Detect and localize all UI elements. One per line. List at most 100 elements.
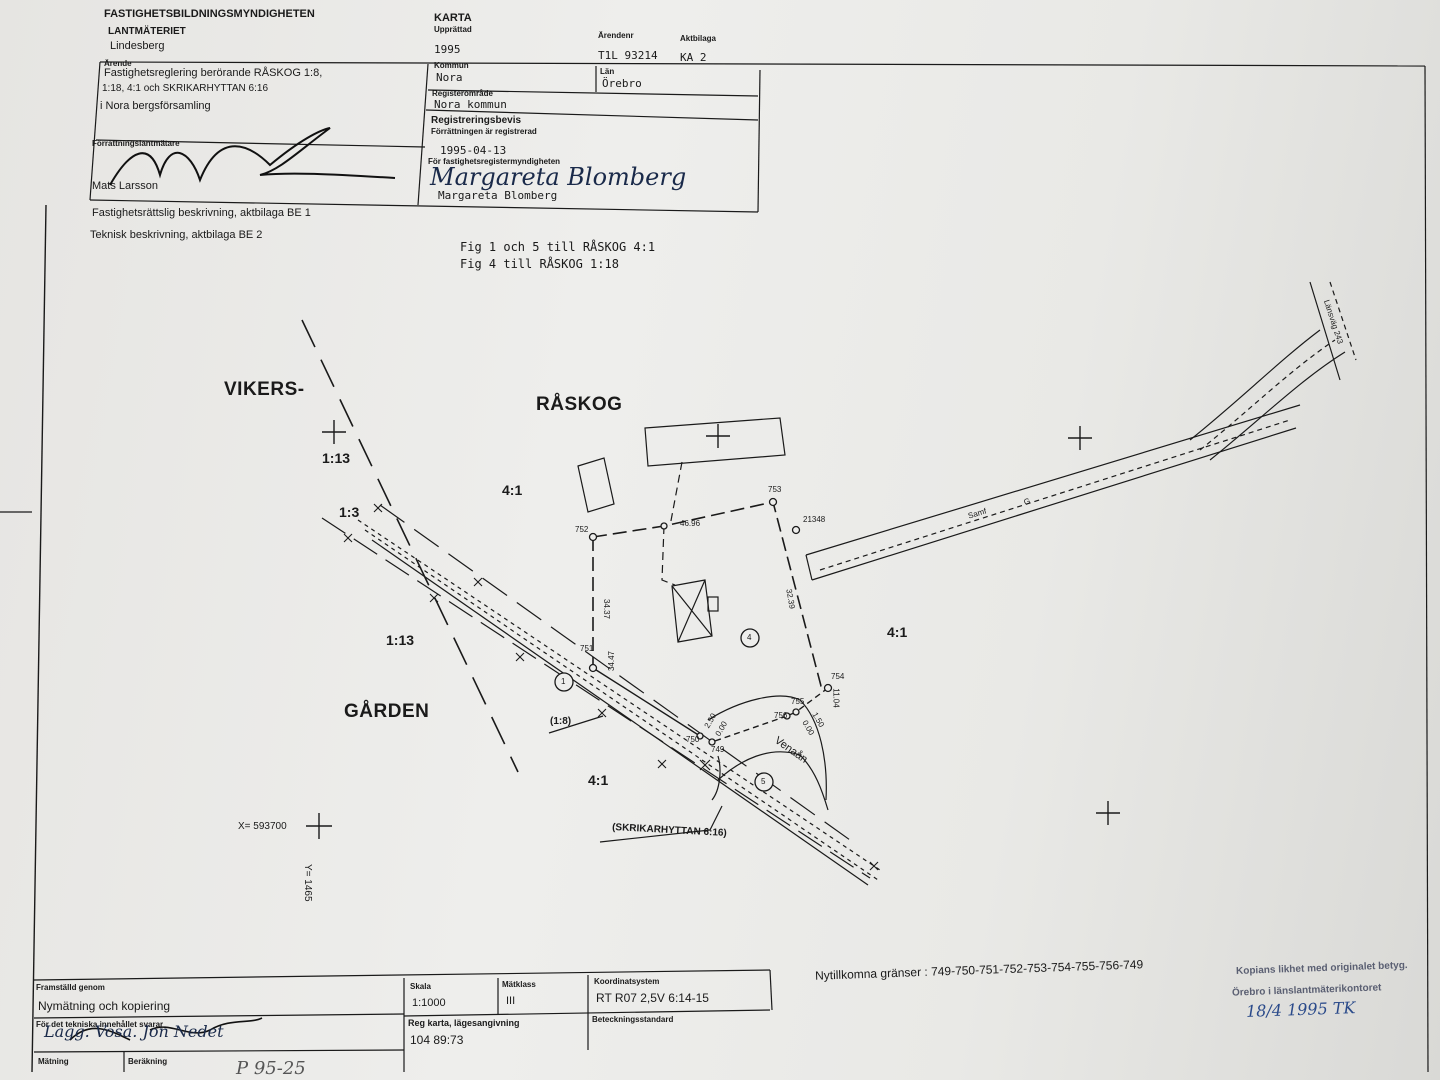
office-town: Lindesberg [110, 40, 165, 52]
fig-note-2: Fig 4 till RÅSKOG 1:18 [460, 257, 619, 271]
lan-value: Örebro [602, 77, 642, 90]
koordinatsystem-label: Koordinatsystem [594, 977, 660, 986]
footer-col-d [769, 969, 773, 1011]
upprattad-label: Upprättad [434, 25, 472, 34]
area-1-13-north: 1:13 [322, 450, 351, 466]
area-4-1-east: 4:1 [887, 624, 908, 640]
road-edge-2 [811, 427, 1297, 581]
point-line [660, 522, 668, 530]
grid-cross-2 [706, 424, 730, 448]
frame-top [99, 61, 1426, 67]
footer-top [33, 969, 771, 981]
label-vikers: VIKERS- [224, 379, 305, 400]
framstalld-label: Framställd genom [36, 983, 105, 992]
label-garden: GÅRDEN [344, 701, 430, 722]
registration-date: 1995-04-13 [440, 144, 507, 157]
signature-surveyor [109, 127, 396, 186]
arendenr-label: Ärendenr [598, 31, 634, 40]
house-annex [707, 596, 719, 612]
arende-label: Ärende [104, 59, 132, 68]
registrar-name: Margareta Blomberg [438, 189, 558, 202]
stream-bank-2 [717, 751, 829, 811]
footer-row-c [33, 1049, 405, 1053]
regkarta-value: 104 89:73 [410, 1033, 464, 1047]
arendenr-value: T1L 93214 [598, 49, 658, 62]
header-right [757, 69, 761, 213]
road-end [805, 554, 813, 581]
be1-line: Fastighetsrättslig beskrivning, aktbilag… [92, 207, 311, 219]
track-line-4 [371, 539, 869, 886]
point-750 [696, 732, 704, 740]
footer-row-b [403, 1009, 771, 1017]
skala-value: 1:1000 [412, 997, 446, 1009]
aktbilaga-label: Aktbilaga [680, 34, 717, 43]
skala-label: Skala [410, 982, 431, 991]
regbevis-label: Registreringsbevis [431, 115, 522, 126]
building-large [644, 417, 786, 467]
beteckning-label: Beteckningsstandard [592, 1015, 674, 1024]
point-753 [768, 497, 778, 507]
pt-752: 752 [575, 525, 589, 534]
authority-title: FASTIGHETSBILDNINGSMYNDIGHETEN [104, 8, 315, 20]
frame-left [31, 204, 47, 1073]
arende-line3: i Nora bergsförsamling [100, 100, 211, 112]
stream-bank-3 [711, 755, 721, 801]
fig-circle-5 [754, 772, 774, 792]
map-year: 1995 [434, 43, 461, 56]
pt-754: 754 [831, 672, 845, 681]
parcel-boundary-756-749 [711, 715, 788, 743]
pt-753: 753 [768, 485, 782, 494]
area-1-8: (1:8) [550, 716, 572, 727]
track-line-5 [379, 504, 851, 841]
pt-750: 750 [686, 735, 700, 744]
point-21348 [791, 525, 801, 535]
tekniska-label: För det tekniska innehållet svarar [36, 1020, 164, 1029]
map-title: KARTA [434, 12, 472, 24]
road-center [819, 419, 1291, 571]
road-curve-3 [1209, 351, 1346, 461]
grid-cross-3 [1068, 426, 1092, 450]
house-cross-2 [677, 579, 706, 643]
leader-1-8 [548, 715, 604, 734]
leader-skrikarhyttan [599, 829, 711, 843]
footer-row-a [33, 1013, 405, 1019]
y-coordinate: Y= 1465 [302, 864, 313, 902]
x-coordinate: X= 593700 [238, 821, 287, 832]
dist-3437: 34.37 [602, 598, 612, 620]
aktbilaga-value: KA 2 [680, 51, 707, 64]
point-749 [708, 738, 716, 746]
kommun-value: Nora [436, 71, 463, 84]
dist-1104: 11.04 [831, 688, 841, 708]
internal-line [661, 525, 676, 586]
point-754 [823, 683, 833, 693]
surveyor-name: Mats Larsson [92, 180, 159, 192]
header-divider [417, 63, 429, 206]
header-row-a [95, 139, 426, 148]
road-edge-1 [805, 404, 1301, 556]
track-line-2 [357, 519, 881, 871]
matklass-label: Mätklass [502, 980, 536, 989]
arende-line1: Fastighetsreglering berörande RÅSKOG 1:8… [104, 67, 323, 79]
regomrade-value: Nora kommun [434, 98, 507, 111]
matklass-value: III [506, 995, 516, 1007]
berakning-label: Beräkning [128, 1057, 168, 1066]
dashed-boundary [301, 319, 519, 773]
grid-cross-1 [322, 420, 346, 444]
area-4-1-west: 4:1 [502, 482, 523, 498]
road-curve-2 [1199, 339, 1336, 451]
stream-bank-1 [707, 695, 827, 801]
dist-4696: 46.96 [680, 519, 701, 528]
signature-technical [69, 1017, 263, 1041]
lan-label: Län [600, 67, 615, 76]
regbevis-sub: Förrättningen är registrerad [431, 127, 537, 136]
fig-note-1: Fig 1 och 5 till RÅSKOG 4:1 [460, 240, 656, 254]
regkarta-label: Reg karta, lägesangivning [408, 1018, 520, 1028]
lansvag-edge-1 [1309, 281, 1341, 381]
pt-749: 749 [711, 745, 725, 754]
parcel-boundary-751-750 [592, 667, 701, 737]
for-myndighet-label: För fastighetsregistermyndigheten [428, 157, 561, 166]
area-1-3: 1:3 [339, 504, 360, 520]
point-755 [792, 708, 800, 716]
